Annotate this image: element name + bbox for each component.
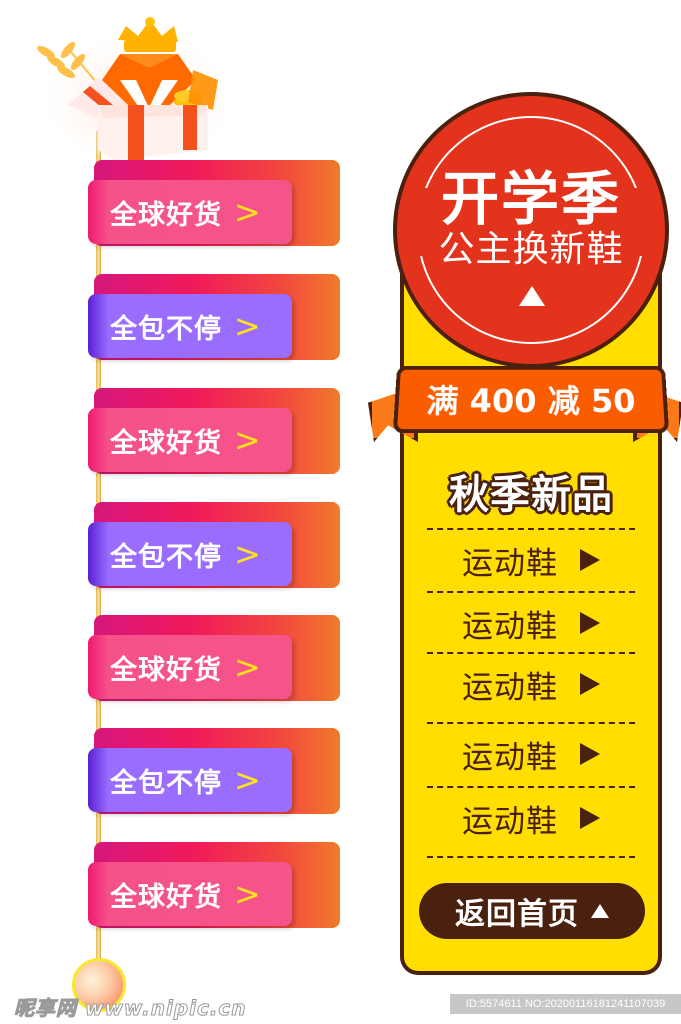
- play-arrow-icon: [580, 549, 600, 571]
- nav-label: 全包不停: [110, 541, 222, 573]
- divider: [427, 528, 635, 530]
- chevron-right-icon: >: [234, 421, 261, 459]
- chevron-right-icon: >: [234, 307, 261, 345]
- divider: [427, 591, 635, 593]
- nav-button[interactable]: 全包不停 >: [88, 522, 292, 586]
- promo-text: 满 400 减 50: [425, 382, 637, 421]
- nav-label: 全球好货: [110, 881, 222, 913]
- nav-button[interactable]: 全球好货 >: [88, 862, 292, 926]
- divider: [427, 786, 635, 788]
- nav-button[interactable]: 全球好货 >: [88, 408, 292, 472]
- category-label: 运动鞋: [462, 608, 558, 645]
- nav-button[interactable]: 全球好货 >: [88, 180, 292, 244]
- gift-box-crown-v-icon: [28, 10, 233, 160]
- nav-item-3[interactable]: 全球好货 >: [88, 388, 340, 486]
- category-item[interactable]: 运动鞋: [420, 793, 642, 843]
- category-label: 运动鞋: [462, 803, 558, 840]
- nav-button[interactable]: 全包不停 >: [88, 748, 292, 812]
- category-item[interactable]: 运动鞋: [420, 535, 642, 585]
- category-item[interactable]: 运动鞋: [420, 598, 642, 648]
- section-title: 秋季新品: [449, 472, 613, 518]
- nav-item-5[interactable]: 全球好货 >: [88, 615, 340, 713]
- back-to-home-button[interactable]: 返回首页: [419, 883, 645, 939]
- nav-button[interactable]: 全球好货 >: [88, 635, 292, 699]
- chevron-right-icon: >: [234, 193, 261, 231]
- promo-ribbon: 满 400 减 50: [392, 365, 670, 434]
- chevron-right-icon: >: [234, 535, 261, 573]
- badge-ring-gap: [407, 188, 657, 256]
- divider: [427, 722, 635, 724]
- nav-button[interactable]: 全包不停 >: [88, 294, 292, 358]
- category-label: 运动鞋: [462, 669, 558, 706]
- image-id-watermark: ID:5574611 NO:20200116181241107039: [450, 994, 681, 1014]
- chevron-right-icon: >: [234, 648, 261, 686]
- nav-label: 全球好货: [110, 427, 222, 459]
- nav-item-4[interactable]: 全包不停 >: [88, 502, 340, 600]
- chevron-right-icon: >: [234, 761, 261, 799]
- triangle-up-icon: [591, 904, 609, 918]
- nav-label: 全包不停: [110, 767, 222, 799]
- play-arrow-icon: [580, 612, 600, 634]
- category-label: 运动鞋: [462, 545, 558, 582]
- category-item[interactable]: 运动鞋: [420, 659, 642, 709]
- nav-item-2[interactable]: 全包不停 >: [88, 274, 340, 372]
- play-arrow-icon: [580, 807, 600, 829]
- nav-item-6[interactable]: 全包不停 >: [88, 728, 340, 826]
- nav-label: 全球好货: [110, 199, 222, 231]
- chevron-right-icon: >: [234, 875, 261, 913]
- badge-title: 开学季: [440, 165, 621, 233]
- category-item[interactable]: 运动鞋: [420, 729, 642, 779]
- season-badge[interactable]: 开学季 公主换新鞋: [393, 92, 669, 368]
- play-arrow-icon: [580, 673, 600, 695]
- nav-label: 全包不停: [110, 313, 222, 345]
- nav-label: 全球好货: [110, 654, 222, 686]
- divider: [427, 652, 635, 654]
- home-button-label: 返回首页: [455, 897, 579, 932]
- nav-item-7[interactable]: 全球好货 >: [88, 842, 340, 940]
- site-watermark: 昵享网 www.nipic.cn: [14, 996, 247, 1021]
- pendant-bead-icon: [72, 958, 126, 1012]
- category-label: 运动鞋: [462, 739, 558, 776]
- nav-item-1[interactable]: 全球好货 >: [88, 160, 340, 258]
- badge-subtitle: 公主换新鞋: [438, 229, 624, 270]
- divider: [427, 856, 635, 858]
- play-arrow-icon: [580, 743, 600, 765]
- triangle-up-icon: [519, 286, 545, 306]
